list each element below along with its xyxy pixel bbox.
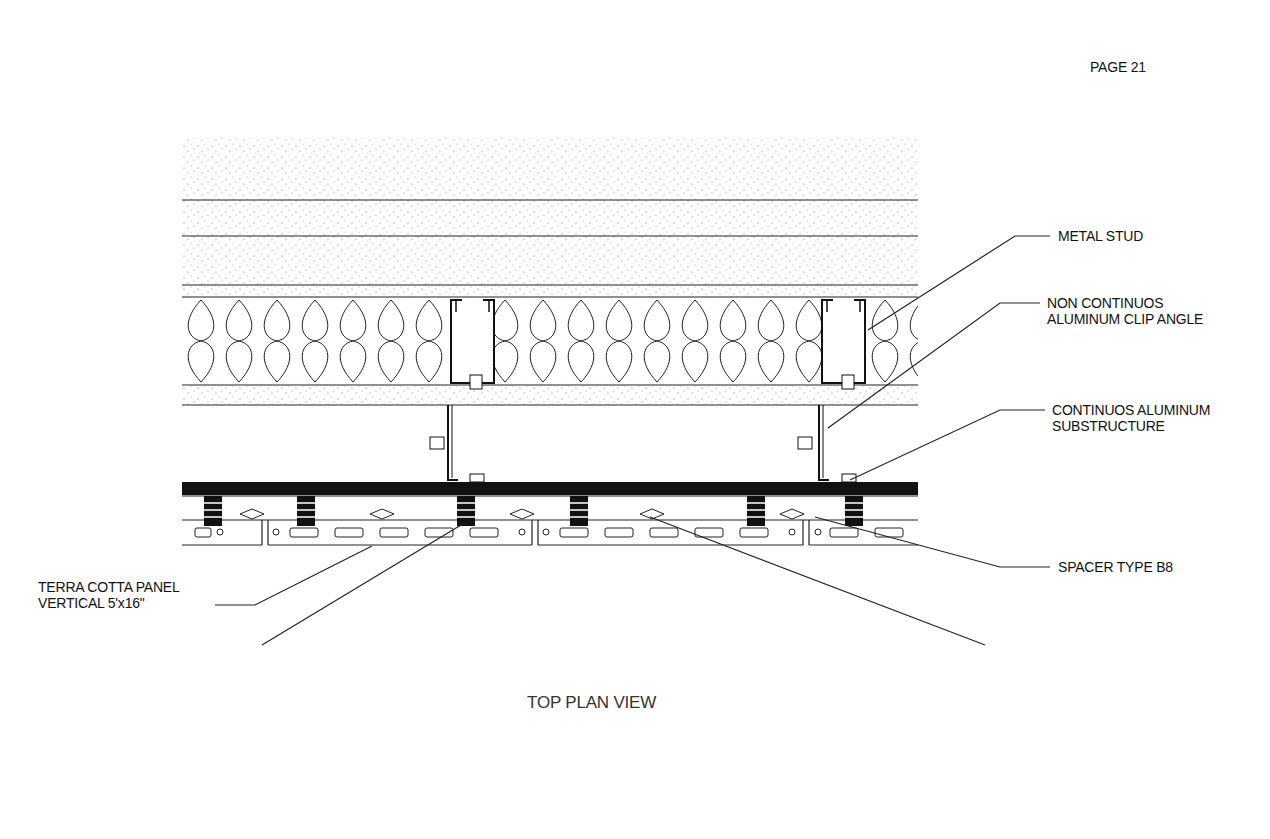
view-caption: TOP PLAN VIEW	[527, 693, 656, 713]
leader-line	[215, 236, 1050, 645]
part-label: SPACER TYPE B8	[1058, 559, 1218, 575]
part-label: CONTINUOS ALUMINUM SUBSTRUCTURE	[1052, 402, 1222, 434]
part-label: NON CONTINUOS ALUMINUM CLIP ANGLE	[1047, 295, 1217, 327]
page-number: PAGE 21	[1090, 59, 1210, 75]
part-label: METAL STUD	[1058, 228, 1218, 244]
part-label: TERRA COTTA PANEL VERTICAL 5'x16"	[38, 579, 188, 611]
